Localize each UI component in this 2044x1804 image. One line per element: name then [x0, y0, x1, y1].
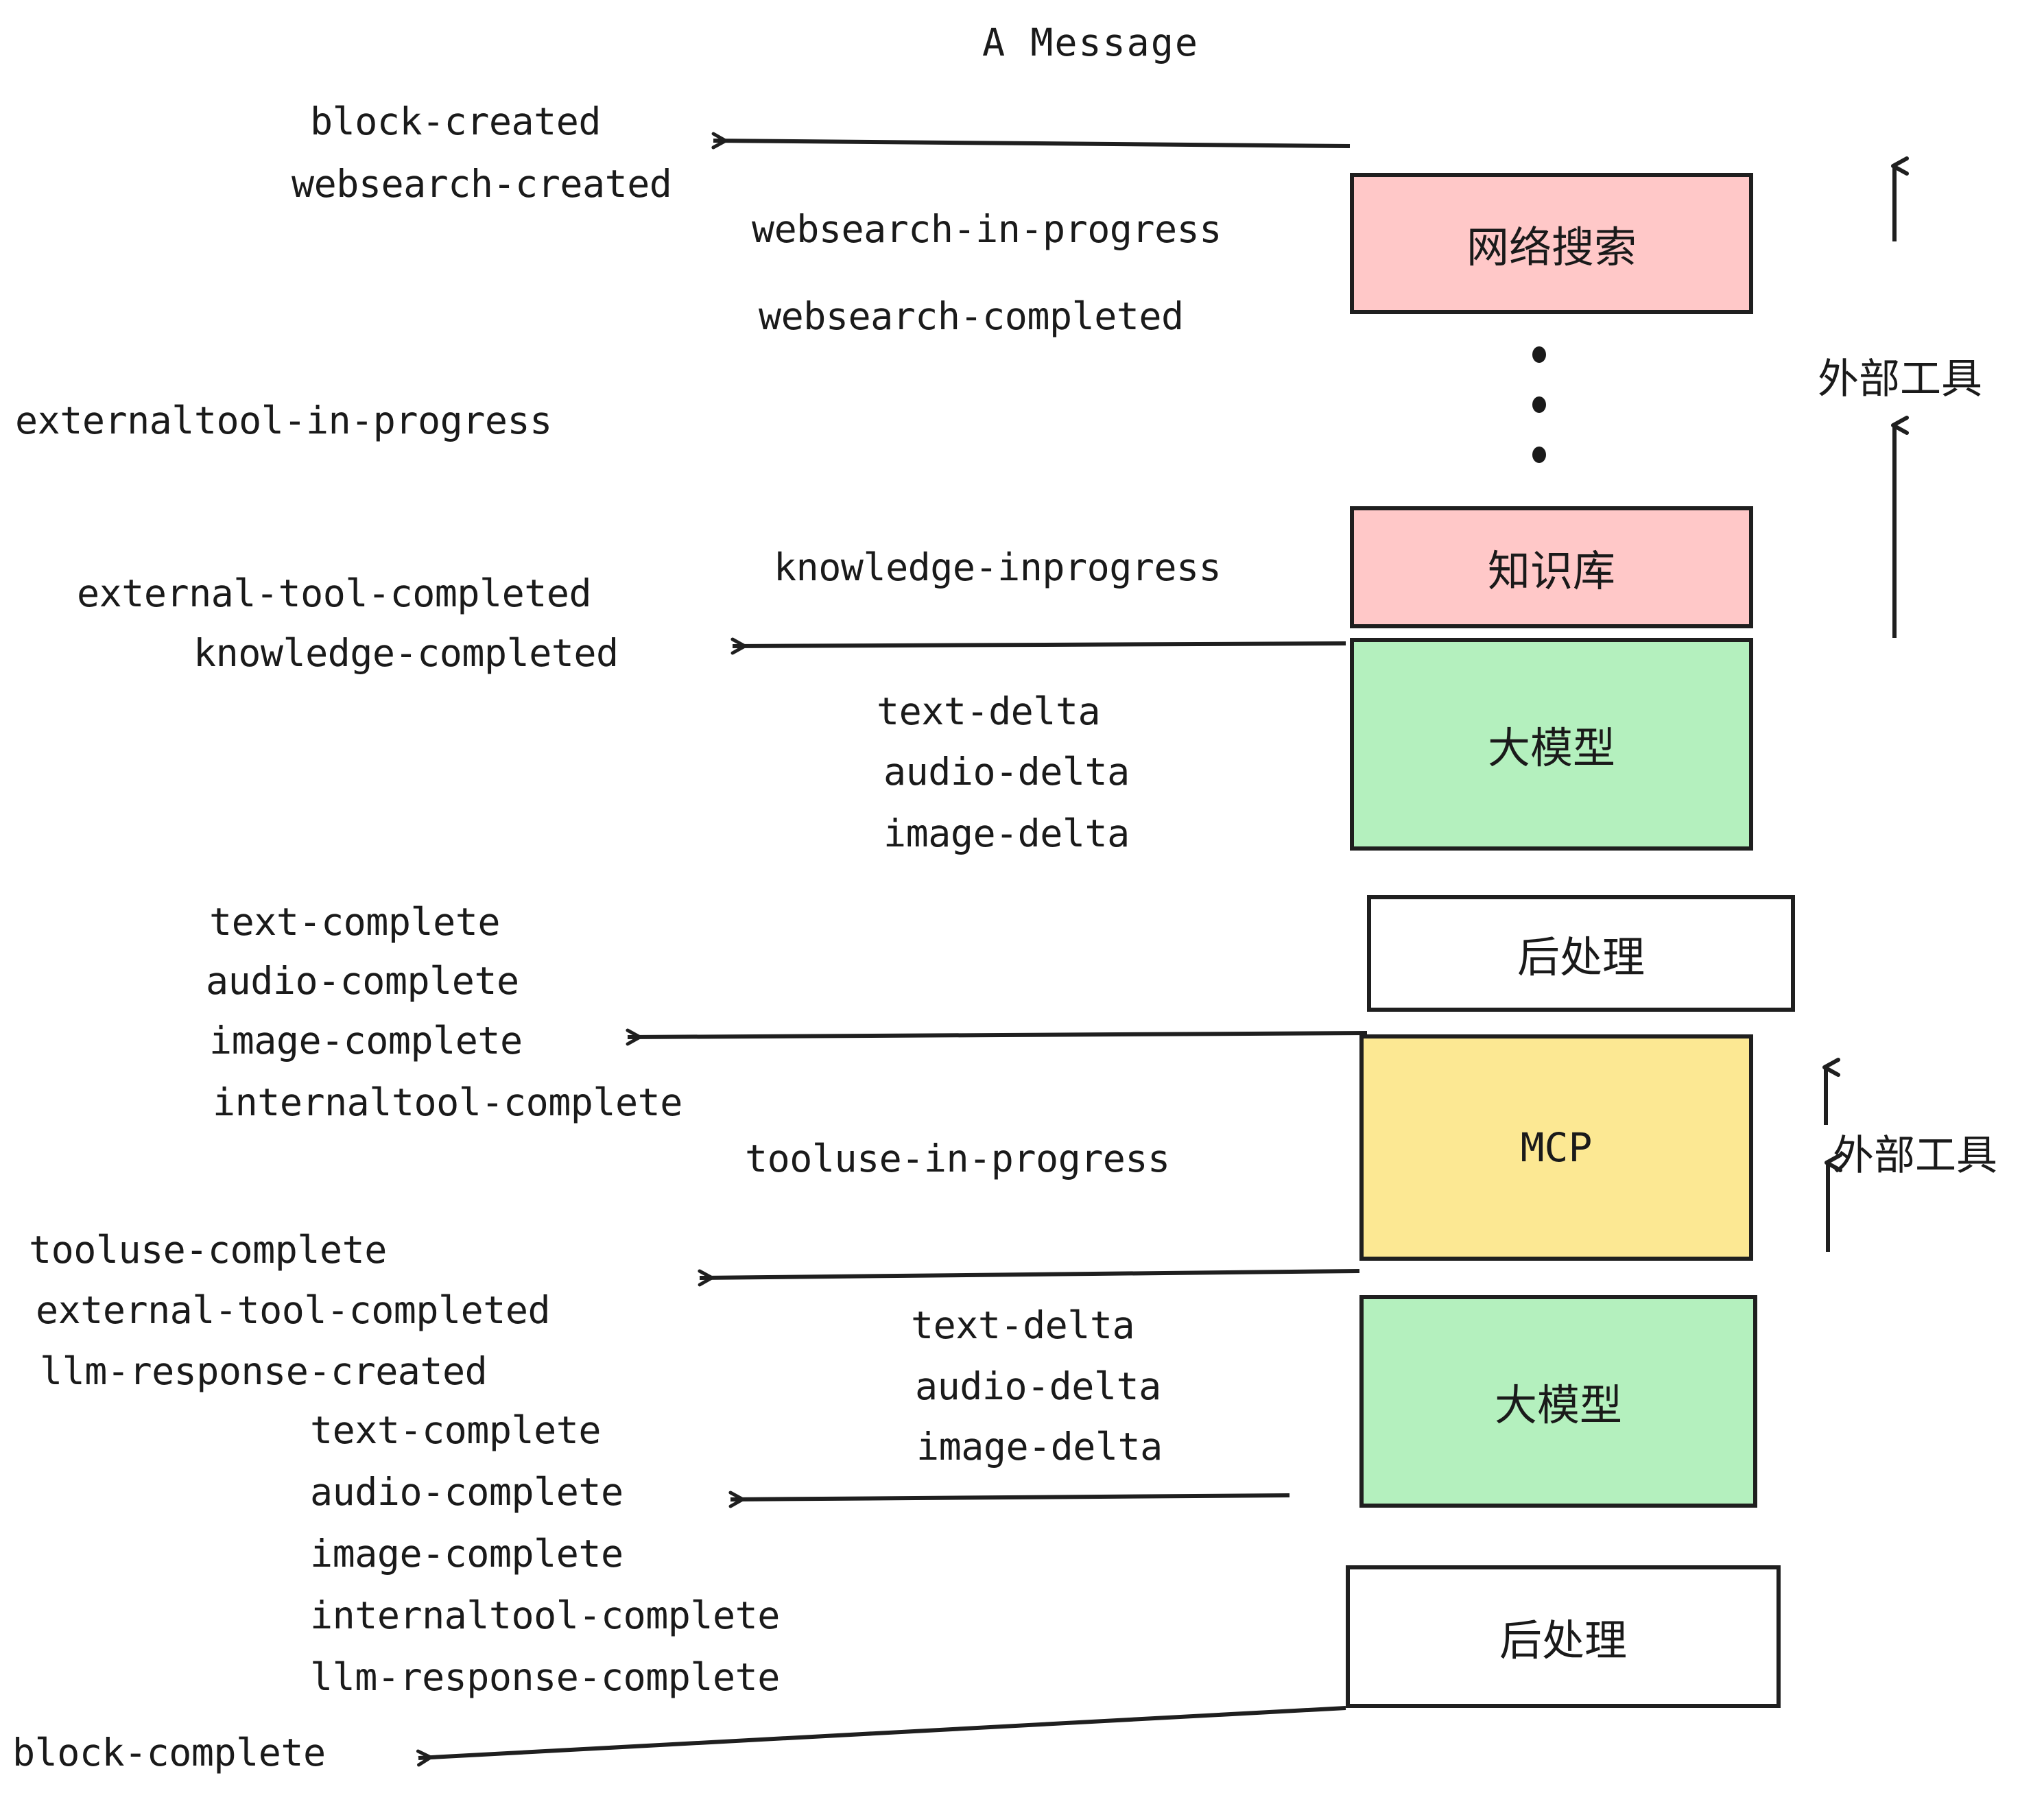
ellipsis-dot — [1532, 346, 1546, 363]
node-postprocess-2[interactable]: 后处理 — [1346, 1565, 1781, 1708]
event-websearch-completed: websearch-completed — [759, 298, 1184, 335]
event-block-complete: block-complete — [12, 1734, 326, 1772]
event-image-delta-2-text: image-delta — [916, 1425, 1163, 1469]
arrow-post1-to-image-complete — [626, 1028, 1368, 1046]
event-text-delta-1: text-delta — [877, 693, 1101, 731]
event-external-tool-completed-1-text: external-tool-completed — [77, 571, 592, 615]
event-image-delta-1: image-delta — [883, 815, 1130, 853]
event-image-delta-1-text: image-delta — [883, 811, 1130, 855]
event-websearch-created: websearch-created — [292, 165, 672, 203]
event-text-delta-2: text-delta — [911, 1307, 1135, 1344]
event-block-created: block-created — [310, 103, 601, 141]
event-websearch-in-progress: websearch-in-progress — [752, 211, 1222, 248]
event-image-complete-1-text: image-complete — [209, 1019, 523, 1063]
node-websearch[interactable]: 网络搜索 — [1350, 173, 1753, 314]
page-title: A Message — [982, 21, 1200, 64]
event-tooluse-in-progress: tooluse-in-progress — [745, 1140, 1170, 1178]
event-image-delta-2: image-delta — [916, 1428, 1163, 1466]
side-label-external-tool-bottom: 外部工具 — [1833, 1122, 1997, 1182]
event-tooluse-complete-text: tooluse-complete — [29, 1228, 387, 1272]
event-knowledge-completed: knowledge-completed — [193, 634, 619, 672]
event-internaltool-complete-2: internaltool-complete — [310, 1597, 780, 1635]
event-llm-response-created: llm-response-created — [40, 1353, 488, 1390]
event-image-complete-2: image-complete — [310, 1535, 623, 1573]
event-text-complete-1-text: text-complete — [209, 900, 500, 944]
arrow-knowledge-to-completed — [730, 637, 1346, 655]
ellipsis-dot — [1532, 447, 1546, 463]
event-knowledge-inprogress-text: knowledge-inprogress — [774, 545, 1222, 589]
arrow-websearch-to-created — [711, 132, 1351, 150]
node-postprocess-1[interactable]: 后处理 — [1367, 895, 1795, 1012]
event-image-complete-2-text: image-complete — [310, 1532, 623, 1576]
event-text-complete-2-text: text-complete — [310, 1408, 601, 1452]
event-text-delta-2-text: text-delta — [911, 1303, 1135, 1347]
node-mcp-label: MCP — [1520, 1124, 1593, 1171]
event-audio-complete-2: audio-complete — [310, 1473, 623, 1511]
event-internaltool-complete-1-text: internaltool-complete — [213, 1080, 682, 1124]
node-knowledge[interactable]: 知识库 — [1350, 506, 1753, 628]
event-external-tool-completed-2: external-tool-completed — [36, 1292, 551, 1329]
arrow-llm2-to-audio-complete — [728, 1491, 1290, 1508]
side-label-external-tool-top: 外部工具 — [1818, 346, 1982, 405]
event-knowledge-inprogress: knowledge-inprogress — [774, 549, 1222, 586]
arrow-mcp-to-tooluse-complete — [698, 1269, 1360, 1287]
event-externaltool-in-progress: externaltool-in-progress — [15, 402, 552, 440]
node-llm-2[interactable]: 大模型 — [1359, 1295, 1757, 1508]
node-llm-2-label: 大模型 — [1494, 1380, 1622, 1430]
event-internaltool-complete-1: internaltool-complete — [213, 1084, 682, 1121]
event-externaltool-in-progress-text: externaltool-in-progress — [15, 399, 552, 442]
event-tooluse-in-progress-text: tooluse-in-progress — [745, 1137, 1170, 1180]
event-audio-delta-1: audio-delta — [883, 753, 1130, 791]
event-websearch-created-text: websearch-created — [292, 162, 672, 206]
event-internaltool-complete-2-text: internaltool-complete — [310, 1593, 780, 1637]
node-llm-1-label: 大模型 — [1487, 723, 1615, 773]
event-websearch-in-progress-text: websearch-in-progress — [752, 207, 1222, 251]
node-websearch-label: 网络搜索 — [1466, 222, 1637, 272]
event-text-delta-1-text: text-delta — [877, 689, 1101, 733]
event-image-complete-1: image-complete — [209, 1022, 523, 1060]
event-text-complete-1: text-complete — [209, 903, 500, 941]
event-llm-response-complete-text: llm-response-complete — [310, 1655, 780, 1699]
event-llm-response-created-text: llm-response-created — [40, 1349, 488, 1393]
event-knowledge-completed-text: knowledge-completed — [193, 631, 619, 675]
event-audio-complete-1: audio-complete — [206, 962, 519, 1000]
event-audio-complete-1-text: audio-complete — [206, 959, 519, 1003]
event-llm-response-complete: llm-response-complete — [310, 1659, 780, 1696]
node-postprocess-2-label: 后处理 — [1499, 1615, 1627, 1665]
event-audio-delta-2: audio-delta — [915, 1368, 1161, 1405]
node-mcp[interactable]: MCP — [1359, 1034, 1753, 1261]
event-audio-delta-1-text: audio-delta — [883, 750, 1130, 794]
side-label-bottom-text: 外部工具 — [1833, 1132, 1997, 1180]
event-audio-delta-2-text: audio-delta — [915, 1364, 1161, 1408]
node-llm-1[interactable]: 大模型 — [1350, 638, 1753, 851]
event-block-complete-text: block-complete — [12, 1731, 326, 1775]
ellipsis-dot — [1532, 396, 1546, 413]
event-external-tool-completed-2-text: external-tool-completed — [36, 1288, 551, 1332]
event-text-complete-2: text-complete — [310, 1412, 601, 1449]
node-knowledge-label: 知识库 — [1487, 546, 1615, 596]
node-postprocess-1-label: 后处理 — [1517, 932, 1645, 982]
event-external-tool-completed-1: external-tool-completed — [77, 575, 592, 613]
event-block-created-text: block-created — [310, 99, 601, 143]
event-audio-complete-2-text: audio-complete — [310, 1470, 623, 1514]
event-tooluse-complete: tooluse-complete — [29, 1231, 387, 1269]
side-label-top-text: 外部工具 — [1818, 355, 1982, 403]
arrow-post2-to-block-complete — [416, 1706, 1346, 1767]
event-websearch-completed-text: websearch-completed — [759, 294, 1184, 338]
